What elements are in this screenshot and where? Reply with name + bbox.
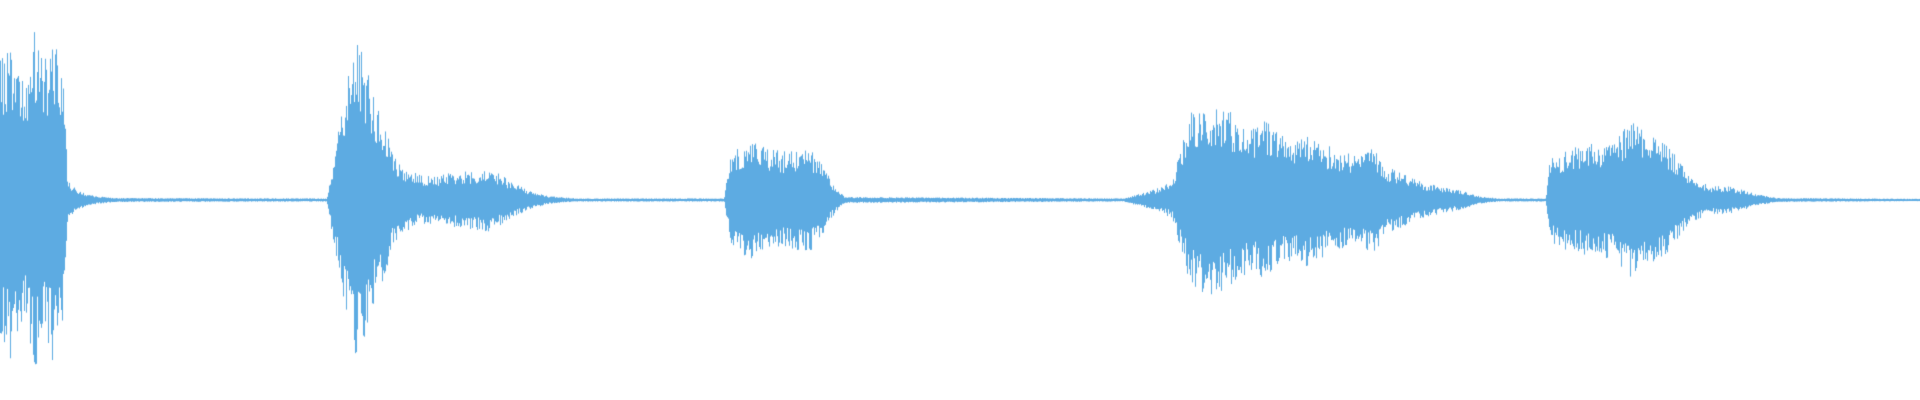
audio-waveform (0, 0, 1920, 400)
